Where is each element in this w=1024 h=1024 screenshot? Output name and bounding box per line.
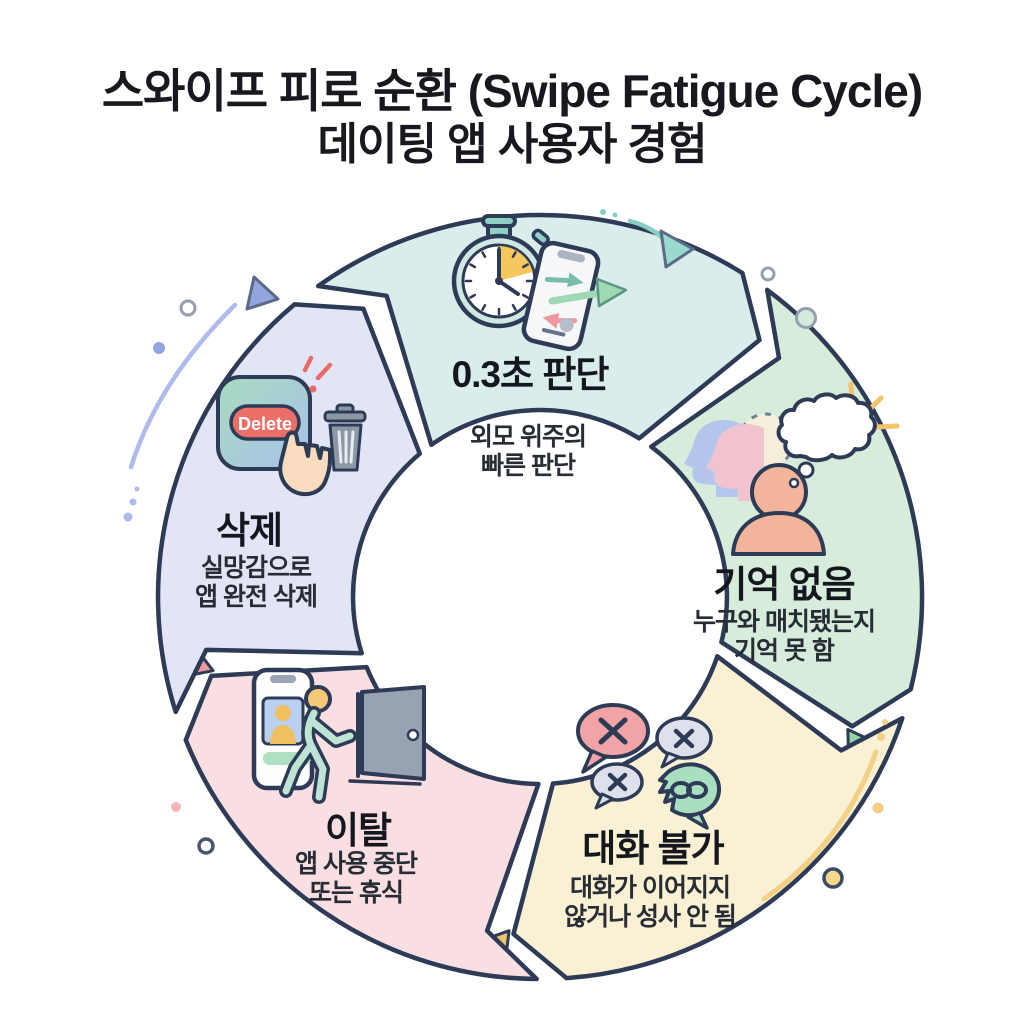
teal-swoosh-arrow [600, 209, 695, 269]
trash-icon [323, 403, 367, 472]
thought-bubble-icon [776, 392, 877, 489]
segment-subtitle-no-memory: 누구와 매치됐는지 기억 못 함 [693, 608, 876, 665]
broken-link-bubble-icon [658, 762, 722, 830]
segment-subtitle-snap-judgment: 외모 위주의 빠른 판단 [470, 423, 587, 480]
page-title-line1: 스와이프 피로 순환 (Swipe Fatigue Cycle) [101, 65, 923, 117]
delete-button-label: Delete [238, 414, 292, 434]
yellow-swoosh [761, 719, 888, 902]
segment-title-churn: 이탈 [324, 810, 392, 851]
delete-button [229, 404, 301, 441]
phone-swipe-icon [521, 240, 628, 352]
cycle-segment-delete [155, 302, 423, 715]
open-door-icon [348, 685, 426, 786]
swipe-right-arrow [548, 289, 604, 305]
segment-subtitle-no-conversation: 대화가 이어지지 않거나 성사 안 됨 [564, 874, 737, 931]
decor-circles-top-right [760, 266, 817, 329]
chat-bubble-x-icon [576, 703, 713, 810]
segment-title-no-memory: 기억 없음 [713, 564, 855, 605]
segment-subtitle-delete: 실망감으로 앱 완전 삭제 [195, 554, 318, 611]
blue-swoosh-arrow [123, 275, 280, 522]
page-title: 스와이프 피로 순환 (Swipe Fatigue Cycle) 데이팅 앱 사… [0, 64, 1024, 172]
stopwatch-icon [451, 214, 550, 329]
pointing-hand-icon [278, 430, 332, 497]
tap-sparkle-icon [302, 355, 333, 393]
profile-phone-icon [251, 667, 315, 791]
segment-title-delete: 삭제 [215, 510, 283, 551]
segment-subtitle-churn: 앱 사용 중단 또는 휴식 [295, 850, 418, 907]
segment-title-no-conversation: 대화 불가 [582, 828, 724, 869]
walking-person-icon [279, 685, 357, 804]
delete-app-icon: Delete [216, 375, 312, 471]
segment-title-snap-judgment: 0.3초 판단 [451, 354, 610, 395]
page-title-line2: 데이팅 앱 사용자 경험 [317, 120, 708, 169]
decor-dots-bottom-left [171, 802, 215, 855]
